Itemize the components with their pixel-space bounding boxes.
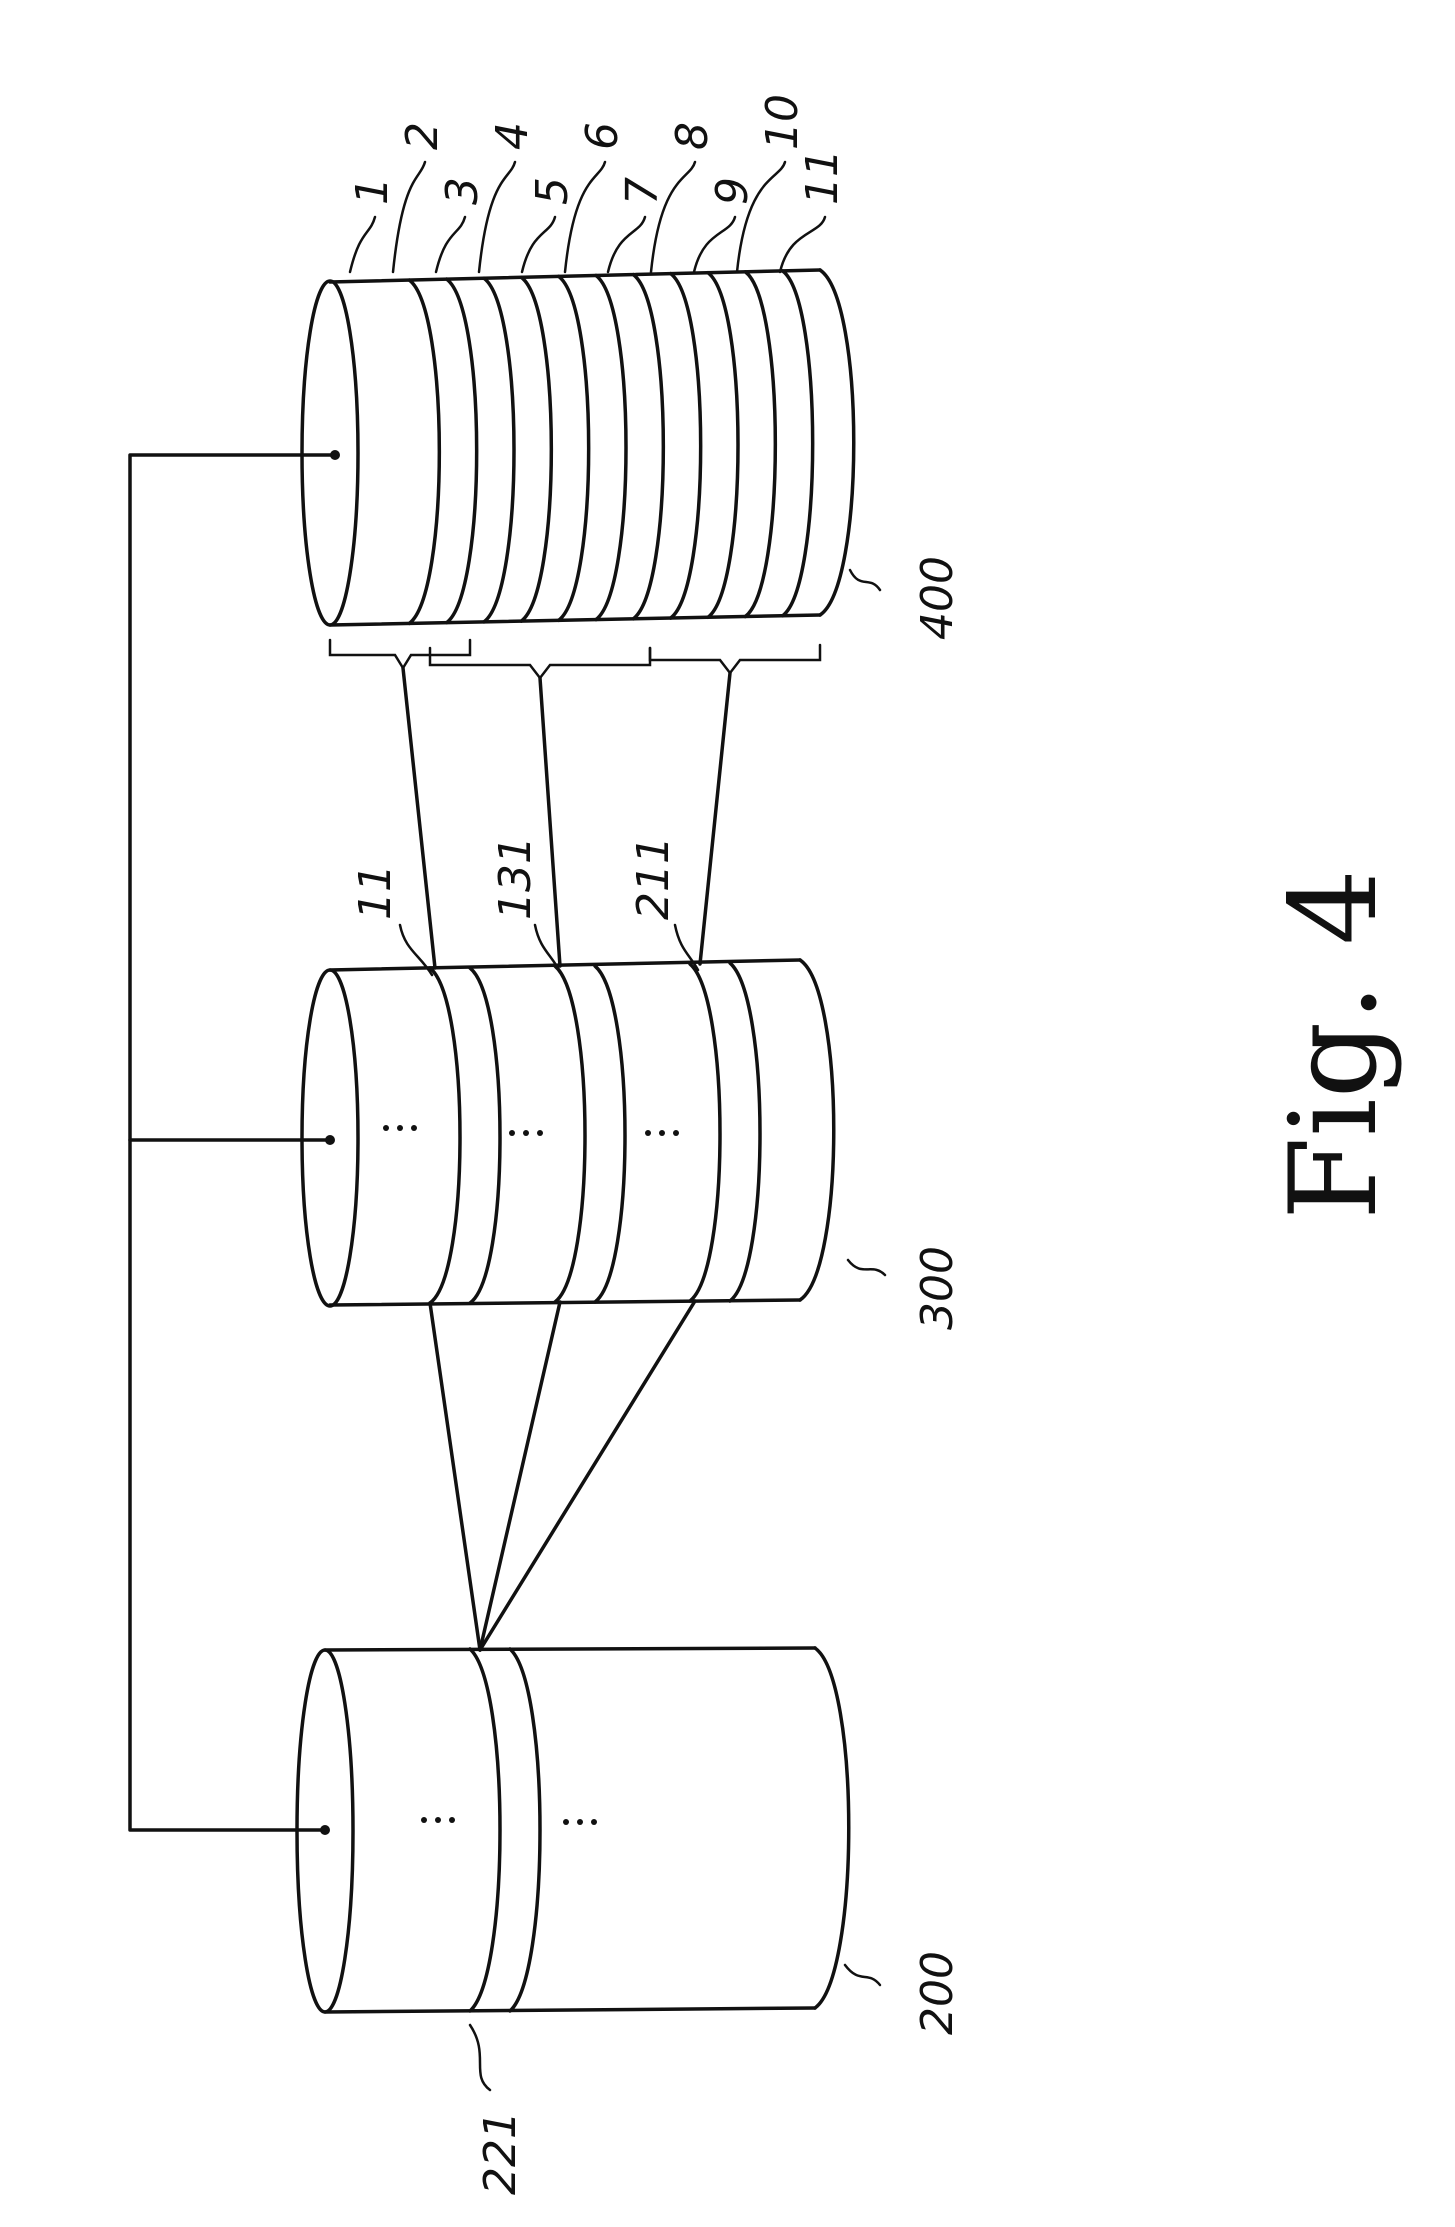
layer-label: 1 — [347, 177, 398, 205]
label-200: 200 — [912, 1951, 963, 2035]
label-211: 211 — [628, 836, 679, 920]
ellipsis-dots — [421, 1817, 597, 1825]
layer-label: 8 — [667, 122, 718, 150]
labels: 400 300 200 221 11 131 211 1234567891011… — [347, 94, 1404, 2195]
layer-label: 11 — [797, 149, 848, 205]
mapping-lines — [403, 668, 730, 1650]
layer-label: 2 — [397, 122, 448, 150]
label-221: 221 — [475, 2111, 526, 2195]
layer-label: 10 — [757, 94, 808, 150]
layer-ring — [783, 271, 813, 616]
layer-ring — [633, 275, 663, 619]
figure-caption: Fig. 4 — [1265, 869, 1404, 1220]
layer-label: 5 — [527, 177, 578, 205]
cylinder-300 — [302, 960, 834, 1306]
cylinder-200 — [297, 1648, 849, 2012]
layer-ring — [596, 275, 626, 619]
layer-ring — [484, 278, 514, 622]
layer-ring — [559, 276, 589, 620]
layer-leader-line — [522, 217, 555, 272]
ellipsis-dots — [383, 1125, 679, 1136]
layer-label: 4 — [487, 122, 538, 150]
layer-label: 9 — [707, 177, 758, 205]
label-131: 131 — [490, 836, 541, 920]
label-11: 11 — [350, 864, 401, 920]
label-400: 400 — [912, 556, 963, 640]
layer-ring — [447, 279, 477, 622]
label-300: 300 — [912, 1246, 963, 1330]
layer-leader-line — [694, 217, 735, 272]
layer-ring — [671, 274, 701, 618]
layer-ring — [409, 280, 439, 623]
layer-leader-line — [608, 217, 645, 272]
layer-leader-line — [780, 217, 825, 272]
cylinder-400 — [302, 270, 854, 625]
layer-label: 7 — [617, 177, 668, 205]
layer-leader-line — [436, 217, 465, 272]
layer-label: 6 — [577, 122, 628, 150]
connector-lines — [130, 450, 340, 1835]
layer-ring — [708, 273, 738, 618]
layer-leader-line — [350, 217, 375, 272]
layer-label: 3 — [437, 177, 488, 205]
leader-lines — [400, 570, 885, 2090]
layer-ring — [745, 272, 775, 617]
layer-ring — [521, 277, 551, 621]
